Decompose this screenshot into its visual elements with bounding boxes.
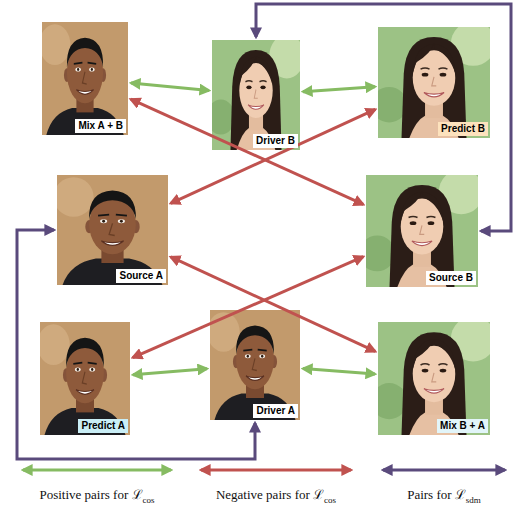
face-image-box: Source B: [366, 175, 478, 287]
face-image-box: Predict B: [378, 27, 490, 138]
face-image-box: Predict A: [40, 322, 130, 435]
image-label: Predict A: [78, 419, 128, 433]
face-photo: [39, 22, 128, 135]
red-pair-arrow: [133, 257, 364, 358]
red-pair-arrow: [171, 257, 376, 351]
image-label: Mix A + B: [75, 119, 126, 133]
red-pair-arrow: [131, 99, 364, 204]
face-photo: [359, 169, 483, 287]
legend-arrow: [23, 469, 171, 472]
face-image-box: Mix A + B: [42, 22, 128, 135]
legend-item: Pairs for ℒsdm: [378, 463, 510, 505]
face-photo: [207, 35, 305, 151]
green-pair-arrow: [303, 369, 375, 374]
purple-pair-arrow: [256, 4, 511, 231]
legend-text: Negative pairs for ℒcos: [196, 485, 356, 505]
image-label: Driver B: [253, 134, 298, 148]
face-photo: [207, 310, 300, 420]
image-label: Driver A: [253, 404, 298, 418]
face-image-box: Driver B: [212, 40, 300, 150]
legend-text-part: Negative pairs for ℒ: [216, 487, 324, 502]
red-pair-arrow: [171, 109, 376, 203]
face-photo: [54, 175, 168, 285]
legend-text-part: Positive pairs for ℒ: [39, 487, 142, 502]
legend-item: Negative pairs for ℒcos: [196, 463, 356, 505]
image-label: Source B: [426, 271, 476, 285]
green-pair-arrow: [131, 83, 209, 91]
purple-pair-arrow: [17, 230, 255, 459]
legend-subscript: cos: [324, 495, 336, 505]
legend-item: Positive pairs for ℒcos: [18, 463, 176, 505]
image-label: Source A: [116, 269, 166, 283]
face-photo: [371, 316, 495, 435]
image-label: Predict B: [438, 122, 488, 136]
legend-sample: [196, 463, 356, 477]
legend-sample: [378, 463, 510, 477]
face-photo: [37, 322, 130, 435]
legend-text: Positive pairs for ℒcos: [18, 485, 176, 505]
legend-text: Pairs for ℒsdm: [378, 485, 510, 505]
legend-subscript: cos: [143, 495, 155, 505]
legend-sample: [18, 463, 176, 477]
legend-arrow: [201, 469, 351, 472]
green-pair-arrow: [303, 87, 375, 92]
legend-text-part: Pairs for ℒ: [407, 487, 466, 502]
face-image-box: Driver A: [210, 310, 300, 420]
legend-subscript: sdm: [466, 495, 481, 505]
face-image-box: Source A: [57, 175, 168, 285]
face-photo: [371, 21, 495, 138]
face-image-box: Mix B + A: [378, 322, 490, 435]
legend-arrow: [383, 469, 505, 472]
green-pair-arrow: [133, 369, 207, 375]
image-label: Mix B + A: [437, 419, 488, 433]
